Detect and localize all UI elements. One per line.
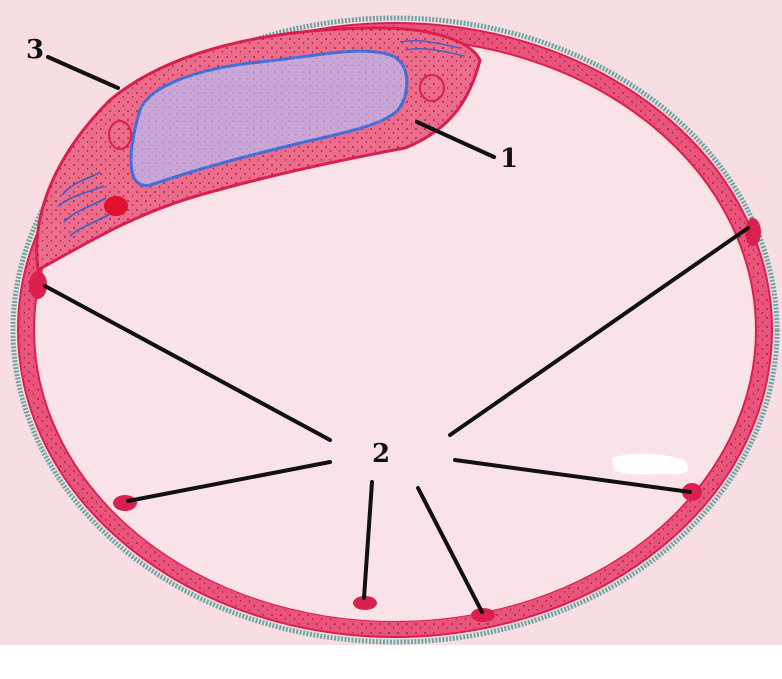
- label-3: 3: [26, 35, 44, 65]
- label-2: 2: [372, 439, 390, 469]
- lower-margin: [0, 645, 782, 679]
- junction-right: [745, 218, 761, 246]
- label-1: 1: [500, 144, 518, 174]
- red-granule: [104, 196, 128, 216]
- junction-lower-left: [113, 495, 137, 511]
